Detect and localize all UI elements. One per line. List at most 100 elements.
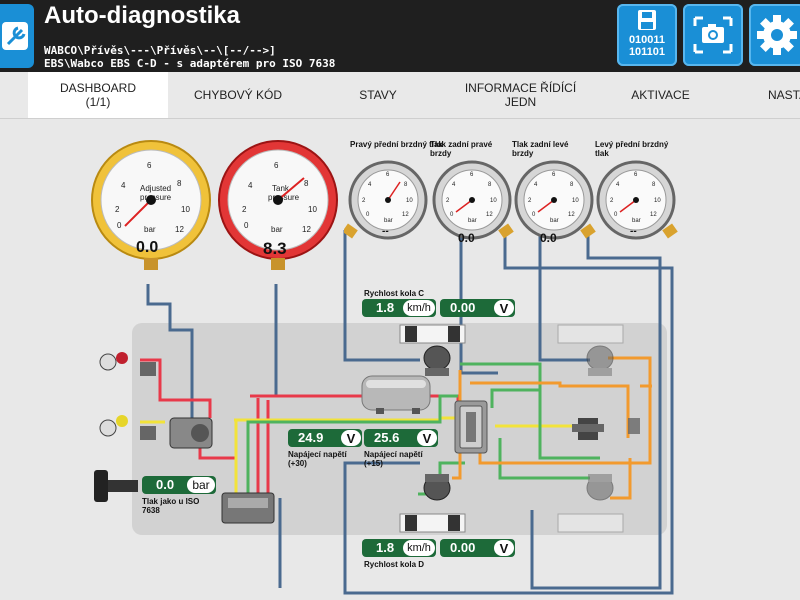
svg-text:0.0: 0.0	[540, 231, 557, 245]
relay-valve-far-right	[628, 418, 640, 434]
svg-text:10: 10	[572, 198, 579, 204]
gear-icon	[757, 15, 797, 55]
wheel-d-speed-readout: 1.8 km/h	[362, 539, 436, 557]
wheel-c-speed-unit: km/h	[403, 300, 435, 316]
svg-text:--: --	[382, 226, 389, 237]
ebs-modulator	[454, 400, 488, 454]
svg-text:8: 8	[570, 182, 574, 188]
app-logo-icon[interactable]	[0, 4, 34, 68]
wheel-d-title: Rychlost kola D	[364, 560, 425, 569]
header-bar: Auto-diagnostika WABCO\Přívěs\---\Přívěs…	[0, 0, 800, 72]
gauge-rear-left-brake: 0 2 4 6 8 10 12 bar 0.0	[514, 160, 596, 245]
svg-text:4: 4	[248, 181, 253, 190]
svg-text:2: 2	[610, 198, 614, 204]
wheel-c-speed-readout: 1.8 km/h	[362, 299, 436, 317]
svg-text:6: 6	[386, 172, 390, 178]
svg-text:--: --	[630, 226, 637, 237]
gauge-rear-left-title: Tlak zadní levé brzdy	[512, 140, 569, 158]
svg-text:6: 6	[470, 172, 474, 178]
svg-text:12: 12	[175, 225, 184, 234]
wheel-c-voltage-readout: 0.00 V	[440, 299, 515, 317]
svg-text:8: 8	[652, 182, 656, 188]
svg-text:12: 12	[402, 212, 409, 218]
svg-text:4: 4	[534, 182, 538, 188]
wheel-d-voltage-value: 0.00	[450, 540, 476, 555]
screenshot-button[interactable]	[683, 4, 743, 66]
tab-bar: DASHBOARD (1/1) CHYBOVÝ KÓD STAVY INFORM…	[0, 72, 800, 119]
relay-valve-right	[572, 418, 604, 440]
svg-text:bar: bar	[468, 218, 477, 224]
wheel-c-voltage-unit: V	[494, 300, 514, 316]
coupling-red	[99, 352, 156, 376]
pipes-orange	[452, 356, 652, 500]
svg-text:12: 12	[650, 212, 657, 218]
svg-text:2: 2	[362, 198, 366, 204]
save-binary-button[interactable]: 010011 101101	[617, 4, 677, 66]
svg-text:4: 4	[121, 181, 126, 190]
settings-button[interactable]	[749, 4, 800, 66]
rear-brake-upper	[557, 324, 624, 376]
svg-text:2: 2	[528, 198, 532, 204]
supply-15-label: Napájecí napětí (+15)	[364, 450, 423, 468]
gauge-rear-right-title: Tlak zadní pravé brzdy	[430, 140, 493, 158]
vehicle-path: WABCO\Přívěs\---\Přívěs\--\[--/-->] EBS\…	[44, 44, 335, 70]
supply-30-readout: 24.9 V	[288, 429, 362, 447]
svg-text:4: 4	[368, 182, 372, 188]
gauge-front-right-title: Pravý přední brzdný tlak	[350, 140, 443, 149]
iso-pressure-unit: bar	[187, 477, 215, 493]
svg-text:bar: bar	[271, 225, 283, 234]
svg-text:0.0: 0.0	[458, 231, 475, 245]
svg-text:0: 0	[366, 212, 370, 218]
svg-text:6: 6	[147, 161, 152, 170]
wheel-d-voltage-readout: 0.00 V	[440, 539, 515, 557]
supply-15-readout: 25.6 V	[364, 429, 438, 447]
svg-text:8: 8	[404, 182, 408, 188]
svg-text:10: 10	[490, 198, 497, 204]
supply-30-value: 24.9	[298, 430, 324, 445]
supply-15-value: 25.6	[374, 430, 400, 445]
wheel-c-title: Rychlost kola C	[364, 289, 425, 298]
svg-text:0: 0	[614, 212, 618, 218]
tab-states[interactable]: STAVY	[359, 88, 397, 102]
svg-text:6: 6	[274, 161, 279, 170]
svg-text:0: 0	[450, 212, 454, 218]
tab-settings[interactable]: NASTAV	[768, 88, 800, 102]
pipes-blue	[146, 230, 674, 595]
svg-text:2: 2	[115, 205, 120, 214]
wheel-d-speed-unit: km/h	[403, 540, 435, 556]
svg-text:0: 0	[532, 212, 536, 218]
svg-text:Adjusted: Adjusted	[140, 184, 171, 193]
svg-text:2: 2	[446, 198, 450, 204]
svg-text:bar: bar	[550, 218, 559, 224]
svg-text:8: 8	[488, 182, 492, 188]
wheel-d-voltage-unit: V	[494, 540, 514, 556]
iso-pressure-readout: 0.0 bar	[142, 476, 216, 494]
wheel-c-brake	[399, 324, 466, 376]
svg-text:6: 6	[634, 172, 638, 178]
svg-text:10: 10	[308, 205, 317, 214]
vehicle-path-line2: EBS\Wabco EBS C-D - s adaptérem pro ISO …	[44, 57, 336, 70]
svg-text:2: 2	[242, 205, 247, 214]
svg-text:12: 12	[486, 212, 493, 218]
tab-dashboard[interactable]: DASHBOARD (1/1)	[28, 72, 168, 118]
svg-text:12: 12	[302, 225, 311, 234]
svg-text:0: 0	[244, 221, 249, 230]
tab-ecu-info[interactable]: INFORMACE ŘÍDÍCÍ JEDN	[464, 81, 577, 109]
svg-text:0.0: 0.0	[136, 239, 158, 256]
svg-text:6: 6	[552, 172, 556, 178]
svg-text:10: 10	[654, 198, 661, 204]
tab-fault-codes[interactable]: CHYBOVÝ KÓD	[193, 88, 283, 102]
svg-text:12: 12	[568, 212, 575, 218]
svg-text:Tank: Tank	[272, 184, 290, 193]
app-title: Auto-diagnostika	[44, 2, 240, 29]
wheel-c-voltage-value: 0.00	[450, 300, 476, 315]
supply-15-unit: V	[417, 430, 437, 446]
supply-30-unit: V	[341, 430, 361, 446]
wheel-d-speed-value: 1.8	[376, 540, 395, 555]
tab-activation[interactable]: AKTIVACE	[631, 88, 690, 102]
svg-text:10: 10	[181, 205, 190, 214]
iso-pressure-label: Tlak jako u ISO 7638	[142, 497, 200, 515]
